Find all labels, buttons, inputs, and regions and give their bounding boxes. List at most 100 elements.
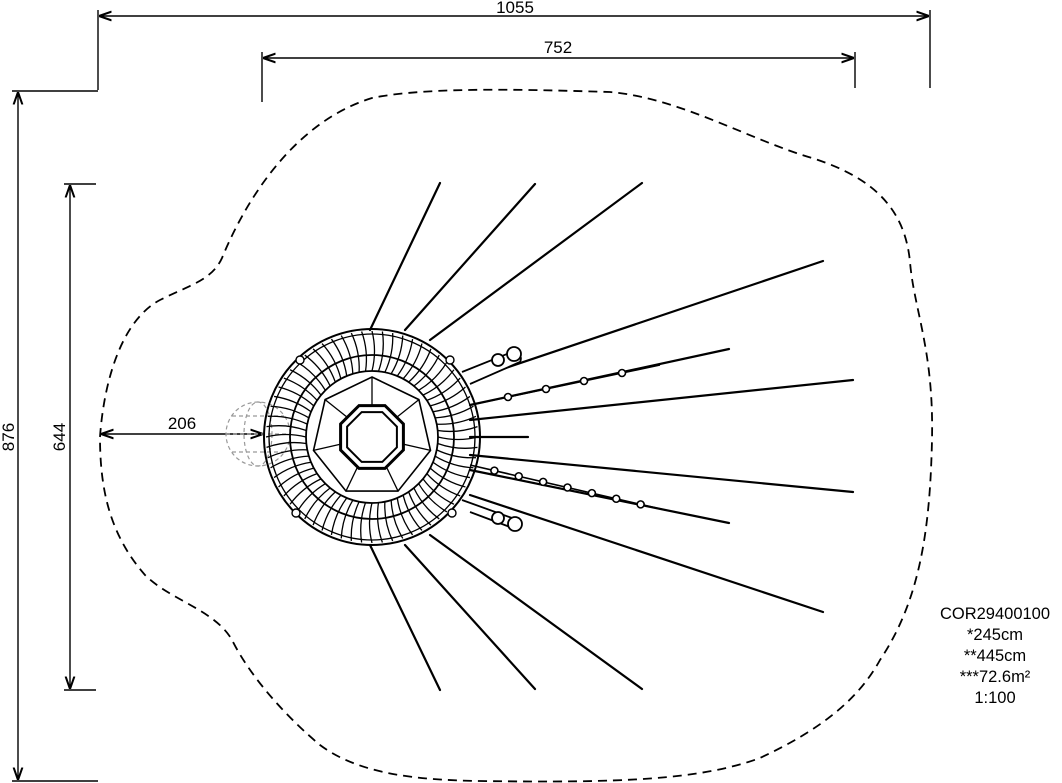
bead	[490, 466, 499, 475]
bead	[579, 376, 589, 386]
rope-line	[468, 453, 855, 494]
offset-label: 206	[168, 414, 196, 433]
tower-inner-ring	[305, 370, 439, 504]
post	[445, 355, 455, 365]
coil-loop	[377, 331, 384, 372]
coil-loop	[312, 348, 336, 383]
area-spec: ***72.6m²	[959, 668, 1031, 686]
coil-loop	[360, 502, 367, 543]
coil-loop	[413, 487, 440, 520]
overall-height-label: 876	[0, 423, 18, 451]
coil-loop	[418, 361, 448, 391]
coil-loop	[408, 491, 432, 526]
coil-loop	[371, 330, 376, 372]
coil-loop	[304, 354, 331, 387]
rope-line	[468, 468, 731, 525]
structure-width-dimension: 752	[261, 38, 856, 102]
post	[447, 508, 457, 518]
coil-loop	[396, 497, 414, 536]
coil-loop	[340, 499, 354, 539]
bead	[514, 471, 524, 481]
rope-line	[468, 259, 825, 382]
bead-rope-line	[469, 364, 661, 406]
overall-height-dimension: 876	[0, 90, 98, 782]
coil-loop	[266, 441, 307, 449]
coil-loop	[268, 415, 308, 425]
height-spec-2: **445cm	[963, 647, 1027, 665]
coil-loop	[384, 333, 394, 373]
coil-loop	[413, 354, 440, 387]
rope-line	[428, 533, 644, 691]
coil-loop	[408, 348, 432, 383]
bead	[617, 368, 627, 378]
bead	[611, 494, 621, 504]
height-spec-1: *245cm	[967, 626, 1023, 644]
coil-loop	[350, 332, 360, 373]
rope-line	[428, 181, 644, 342]
coil-loop	[278, 386, 315, 407]
bead-ropes	[469, 364, 666, 511]
coil-loop	[340, 335, 354, 374]
coil-loop	[283, 377, 318, 401]
coil-loop	[273, 395, 312, 413]
rope-line	[368, 543, 442, 692]
rope-line	[403, 182, 537, 332]
coil-loop	[429, 467, 466, 488]
coil-loop	[350, 501, 360, 541]
safety-zone-outline	[99, 88, 934, 783]
coil-loop	[267, 449, 308, 459]
coil-loop	[265, 433, 307, 438]
coil-loop	[426, 473, 461, 497]
rope-line	[403, 543, 537, 691]
post	[295, 355, 305, 365]
coil-loop	[330, 497, 348, 536]
coil-loop	[273, 461, 312, 479]
coil-loop	[296, 483, 326, 513]
bead	[636, 500, 645, 509]
product-code: COR29400100	[939, 605, 1051, 623]
tower-mid-ring	[289, 354, 455, 520]
structure-width-label: 752	[544, 38, 572, 57]
bead	[538, 477, 548, 487]
coil-loop	[422, 478, 455, 505]
coil-loop	[432, 461, 471, 479]
rope-line	[468, 378, 855, 422]
coil-loop	[278, 467, 314, 488]
coil-loop	[330, 338, 348, 377]
rope-line	[468, 493, 825, 614]
coil-loop	[360, 331, 368, 372]
coil-loop	[270, 455, 309, 469]
scale-label: 1:100	[974, 689, 1016, 707]
structure-height-label: 644	[50, 423, 69, 451]
coil-loop	[437, 442, 478, 449]
coil-loop	[376, 502, 384, 543]
offset-dimension: 206	[101, 414, 263, 434]
coil-loop	[321, 343, 342, 379]
coil-loop	[402, 495, 423, 531]
coil-loop	[426, 377, 461, 401]
bead	[503, 392, 513, 402]
coil-loop	[432, 395, 471, 413]
coil-loop	[422, 369, 455, 396]
coil-loop	[418, 483, 448, 513]
hidden-sphere-element	[225, 401, 291, 467]
coil-loop	[283, 473, 318, 497]
coil-loop	[289, 478, 322, 505]
rope-anchor-lines	[368, 181, 855, 692]
coil-loop	[437, 425, 478, 433]
coil-loop	[304, 487, 331, 520]
overall-width-label: 1055	[496, 0, 534, 17]
structure-height-dimension: 644	[50, 183, 96, 691]
coil-loop	[390, 335, 404, 375]
rope-line	[368, 181, 442, 332]
coil-loop	[436, 415, 477, 425]
center-octagon-inner	[346, 411, 398, 463]
legend-block: COR29400100 *245cm **445cm ***72.6m² 1:1…	[930, 604, 1060, 709]
coil-loop	[402, 343, 423, 380]
bead	[563, 483, 572, 492]
tower-outer-ring	[263, 328, 481, 546]
coil-loop	[390, 500, 404, 539]
coil-loop	[436, 449, 476, 459]
coil-loop	[396, 338, 414, 377]
